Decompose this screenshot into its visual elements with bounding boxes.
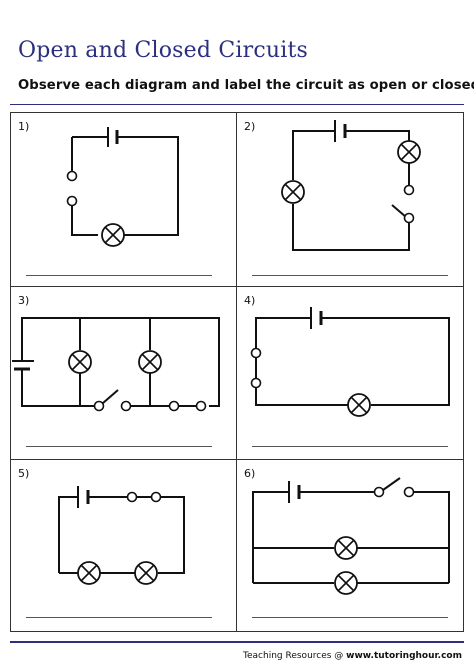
answer-line-6[interactable] bbox=[252, 617, 448, 618]
instructions: Observe each diagram and label the circu… bbox=[18, 78, 474, 93]
answer-line-3[interactable] bbox=[26, 446, 212, 447]
answer-line-5[interactable] bbox=[26, 617, 212, 618]
footer-prefix: Teaching Resources @ bbox=[243, 651, 347, 661]
question-number: 4) bbox=[244, 294, 256, 307]
question-number: 6) bbox=[244, 467, 256, 480]
answer-line-2[interactable] bbox=[252, 275, 448, 276]
question-number: 5) bbox=[18, 467, 30, 480]
grid-divider-row-1 bbox=[10, 286, 464, 287]
footer-credit: Teaching Resources @ www.tutoringhour.co… bbox=[243, 651, 462, 661]
answer-line-1[interactable] bbox=[26, 275, 212, 276]
footer-divider bbox=[10, 641, 464, 643]
grid-divider-vertical bbox=[236, 112, 237, 632]
footer-site[interactable]: www.tutoringhour.com bbox=[346, 651, 462, 661]
answer-line-4[interactable] bbox=[252, 446, 448, 447]
question-number: 3) bbox=[18, 294, 30, 307]
question-number: 2) bbox=[244, 120, 256, 133]
grid-divider-row-2 bbox=[10, 459, 464, 460]
header-divider bbox=[10, 104, 464, 105]
worksheet-grid bbox=[10, 112, 464, 632]
question-number: 1) bbox=[18, 120, 30, 133]
page-title: Open and Closed Circuits bbox=[18, 38, 309, 63]
